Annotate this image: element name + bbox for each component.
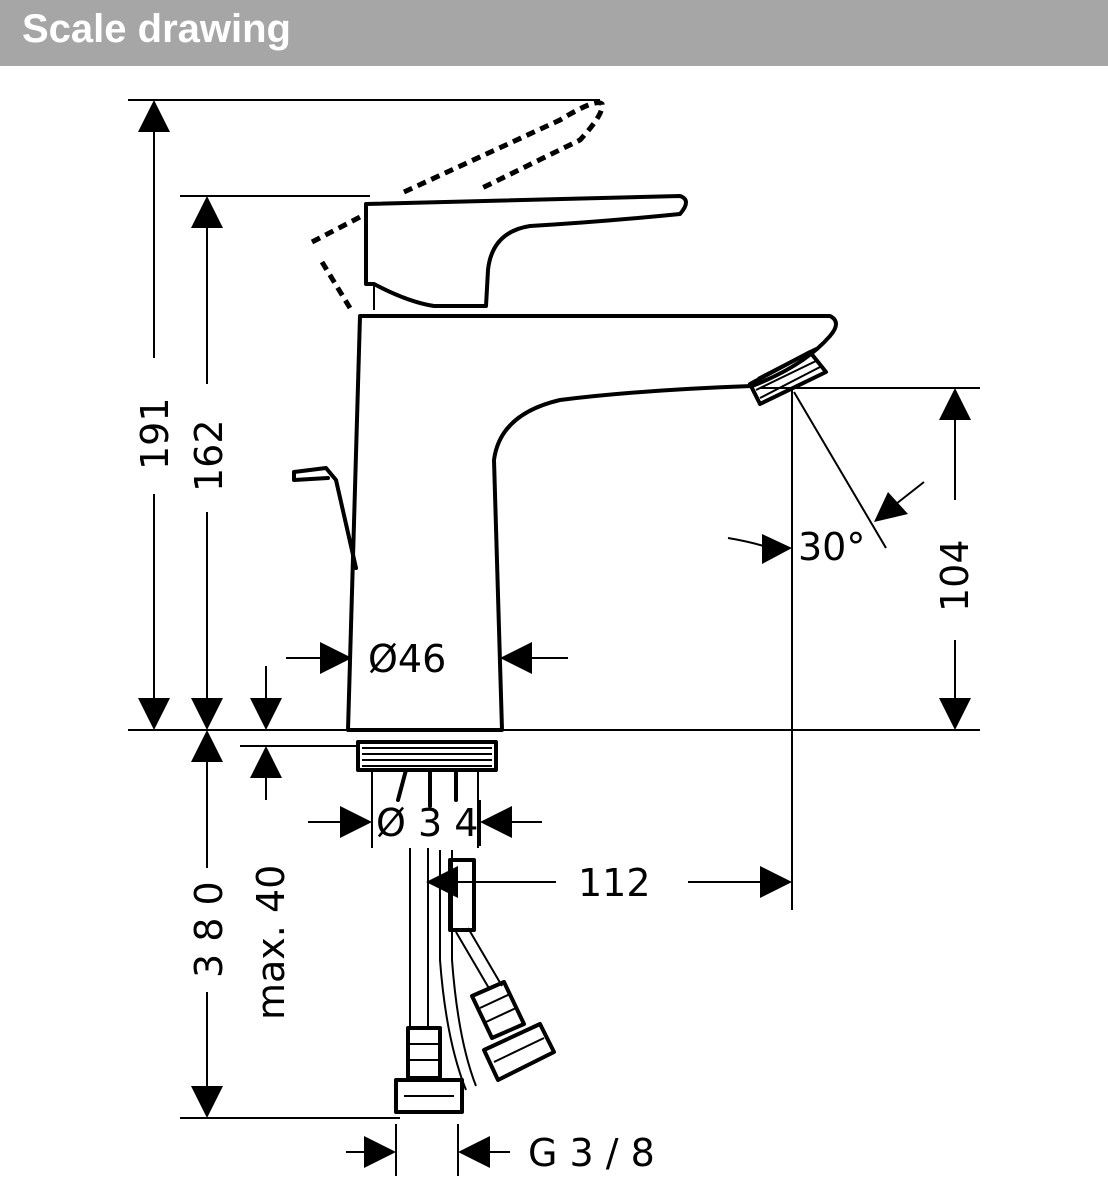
arrow-104-top — [939, 388, 971, 420]
dim-label-g38: G 3 / 8 — [528, 1131, 655, 1175]
dim-label-d46: Ø46 — [368, 637, 446, 681]
arrow-d46-left — [320, 642, 352, 674]
arrow-112-right — [760, 866, 792, 898]
hose-right — [455, 927, 503, 991]
dim-label-380: 3 8 0 — [187, 881, 231, 978]
dim-label-162: 162 — [187, 419, 231, 492]
base-flange — [356, 740, 498, 772]
arrow-104-bottom — [939, 698, 971, 730]
aerator — [748, 347, 828, 406]
page-title: Scale drawing — [22, 7, 291, 51]
arrow-112-left — [426, 866, 458, 898]
hose-clamp — [448, 858, 476, 932]
lever-raised-dashed — [402, 100, 605, 195]
dim-label-d34: Ø 3 4 — [376, 801, 478, 845]
fitting-left — [394, 1026, 464, 1114]
dim-label-max40: max. 40 — [249, 865, 293, 1020]
angle-leader-right — [895, 481, 925, 505]
arrow-191-top — [138, 100, 170, 132]
dim-label-30deg: 30° — [798, 525, 865, 569]
arrow-d46-right — [500, 642, 532, 674]
arrow-max40-bottom — [250, 746, 282, 778]
fitting-right — [470, 980, 556, 1082]
dim-label-104: 104 — [933, 539, 977, 612]
lever-swing-dashed — [310, 213, 364, 310]
arrow-191-bottom — [138, 698, 170, 730]
arrow-angle-right — [874, 492, 908, 522]
lever-handle — [364, 194, 688, 308]
arrow-g38-right — [458, 1136, 490, 1168]
arrow-162-bottom — [191, 698, 223, 730]
hose-left — [409, 848, 429, 1030]
dim-label-191: 191 — [133, 397, 177, 470]
arrow-g38-left — [364, 1136, 396, 1168]
faucet-body — [346, 314, 838, 732]
arrow-max40-top — [250, 698, 282, 730]
arrow-380-bottom — [191, 1086, 223, 1118]
dim-label-112: 112 — [578, 861, 651, 905]
arrow-380-top — [191, 730, 223, 762]
arrow-d34-left — [340, 806, 372, 838]
hose-middle — [439, 850, 477, 1091]
arrow-angle-left — [762, 534, 792, 564]
arrow-162-top — [191, 196, 223, 228]
popup-rod — [292, 466, 358, 570]
arrow-d34-right — [480, 806, 512, 838]
shank — [371, 772, 479, 848]
header-bar: Scale drawing — [0, 0, 1108, 66]
spray-angle-line — [793, 391, 887, 549]
shank-pins — [396, 768, 458, 808]
faucet-outline — [292, 100, 838, 1114]
